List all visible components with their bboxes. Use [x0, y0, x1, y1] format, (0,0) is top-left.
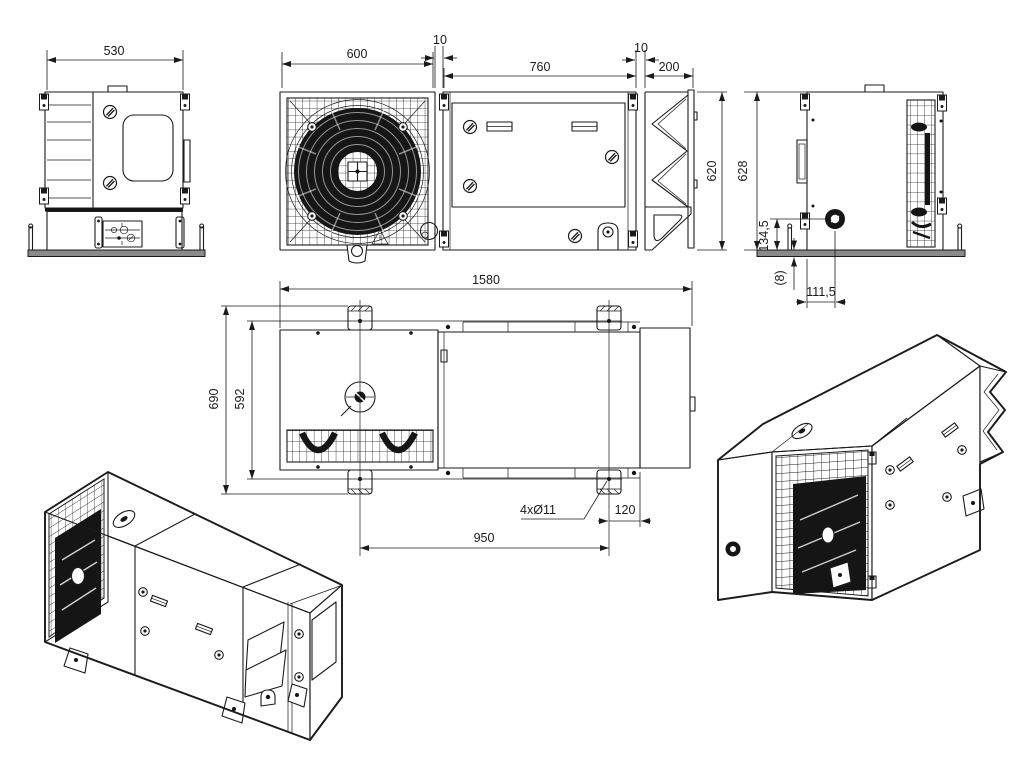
- dim-label-690: 690: [207, 389, 221, 410]
- view-isometric-front-left: [44, 471, 343, 741]
- support-post: [957, 227, 963, 251]
- dim-right-end: 628 134,5 (8) 111,5: [736, 91, 846, 308]
- edge-clip: [180, 187, 190, 205]
- view-right-end: 628 134,5 (8) 111,5: [736, 84, 966, 308]
- mount-strap: [94, 216, 103, 249]
- plan-top-port: [340, 381, 376, 417]
- dim-label-10-left: 10: [433, 33, 447, 47]
- mounting-bracket: [347, 305, 622, 495]
- iso2-end-face: [717, 451, 773, 601]
- connector-plate: [102, 220, 143, 248]
- side-latch: [183, 139, 191, 183]
- plan-panel-module: [437, 331, 641, 469]
- support-post: [28, 226, 34, 251]
- dim-label-8: (8): [773, 270, 787, 285]
- hinge-edge: [796, 139, 808, 184]
- iso2-fan-hub: [821, 526, 835, 544]
- edge-clip: [39, 187, 49, 205]
- top-tab: [864, 84, 885, 93]
- plan-end-cap: [639, 327, 691, 469]
- iso-fan-hub: [70, 566, 86, 586]
- base-rail: [27, 249, 206, 257]
- plan-grille: [286, 429, 434, 463]
- screw-icon: [102, 175, 118, 191]
- module-seam: [134, 513, 196, 676]
- warning-triangle-icon: [371, 229, 389, 245]
- panel-section: [442, 91, 637, 251]
- dim-label-200: 200: [659, 60, 680, 74]
- louver-panel: [47, 92, 94, 208]
- drain-fitting: [419, 221, 439, 241]
- gusset-bracket: [644, 206, 692, 251]
- support-post: [787, 227, 793, 251]
- dim-label-950: 950: [474, 531, 495, 545]
- iso-access-window: [311, 601, 337, 681]
- access-panel: [451, 102, 626, 208]
- view-isometric-front-right: [717, 334, 1007, 601]
- support-post: [199, 226, 205, 251]
- dim-label-620: 620: [705, 161, 719, 182]
- fan-grille: [285, 97, 439, 246]
- edge-clip: [39, 93, 49, 111]
- outlet-section: [644, 89, 698, 251]
- view-plan: 1580 690 592 950 120 4xØ11: [207, 273, 696, 556]
- access-window: [122, 114, 174, 182]
- iso2-top-port: [791, 422, 813, 440]
- dim-label-628: 628: [736, 161, 750, 182]
- fan-blades: [294, 108, 421, 235]
- dim-label-120: 120: [615, 503, 636, 517]
- edge-clip: [180, 93, 190, 111]
- dim-label-10-right: 10: [634, 41, 648, 55]
- chevron-baffle: [651, 94, 689, 208]
- end-plate: [687, 89, 695, 249]
- screw-icon: [102, 104, 118, 120]
- dim-label-600: 600: [347, 47, 368, 61]
- base-box: [46, 210, 183, 251]
- dim-left-end-width: 530: [46, 44, 184, 90]
- mount-strap: [175, 216, 185, 249]
- outlet-flap: [244, 649, 287, 698]
- view-front-elevation: 600 10 760 10 200 620: [279, 33, 727, 264]
- dim-label-530: 530: [104, 44, 125, 58]
- frame-band: [45, 208, 183, 212]
- base-rail: [756, 249, 966, 257]
- dim-label-1580: 1580: [472, 273, 500, 287]
- dim-label-134-5: 134,5: [757, 220, 771, 251]
- vent-slot: [486, 121, 598, 132]
- iso-top-port: [112, 510, 136, 528]
- dim-label-760: 760: [530, 60, 551, 74]
- dim-plan: 1580 690 592 950 120 4xØ11: [207, 273, 693, 556]
- view-left-end: 530: [27, 44, 206, 257]
- coil-grille: [906, 99, 936, 248]
- dim-label-holes: 4xØ11: [520, 503, 556, 517]
- dim-label-592: 592: [233, 389, 247, 410]
- dim-front-widths: 600 10 760 10 200 620: [281, 33, 727, 251]
- top-tab: [107, 85, 128, 93]
- dim-label-111-5: 111,5: [806, 285, 835, 299]
